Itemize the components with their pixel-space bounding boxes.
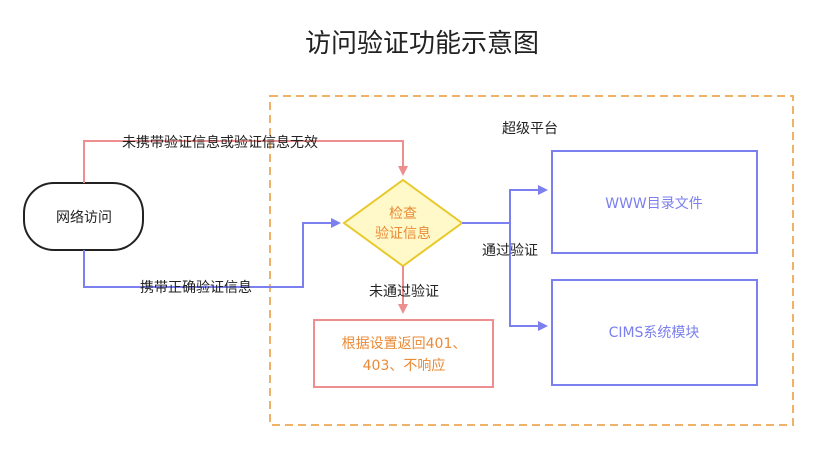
- edge-invalid-credentials-label: 未携带验证信息或验证信息无效: [122, 134, 318, 151]
- node-www-directory-label: WWW目录文件: [605, 196, 703, 212]
- node-reject-line2: 403、不响应: [363, 357, 446, 374]
- diagram-title: 访问验证功能示意图: [305, 29, 539, 59]
- node-reject-response: [313, 319, 494, 388]
- node-cims-module-label: CIMS系统模块: [609, 325, 700, 341]
- edge-valid-credentials-label: 携带正确验证信息: [140, 279, 252, 296]
- node-cims-module: [551, 279, 758, 386]
- platform-label: 超级平台: [502, 121, 558, 137]
- edge-passed-to-www: [462, 185, 548, 224]
- node-www-directory: [551, 150, 758, 254]
- node-check-line1: 检查: [389, 206, 417, 222]
- node-check-credentials: [342, 178, 464, 268]
- edge-passed-label: 通过验证: [482, 243, 538, 259]
- edge-failed-label: 未通过验证: [369, 284, 439, 300]
- node-network-access-label: 网络访问: [56, 210, 112, 226]
- edge-passed-to-cims: [509, 223, 548, 331]
- edge-invalid-credentials: [83, 140, 408, 183]
- platform-container: [269, 95, 794, 426]
- edge-valid-credentials: [83, 218, 341, 288]
- node-check-line2: 验证信息: [375, 225, 431, 242]
- node-reject-line1: 根据设置返回401、: [342, 336, 467, 352]
